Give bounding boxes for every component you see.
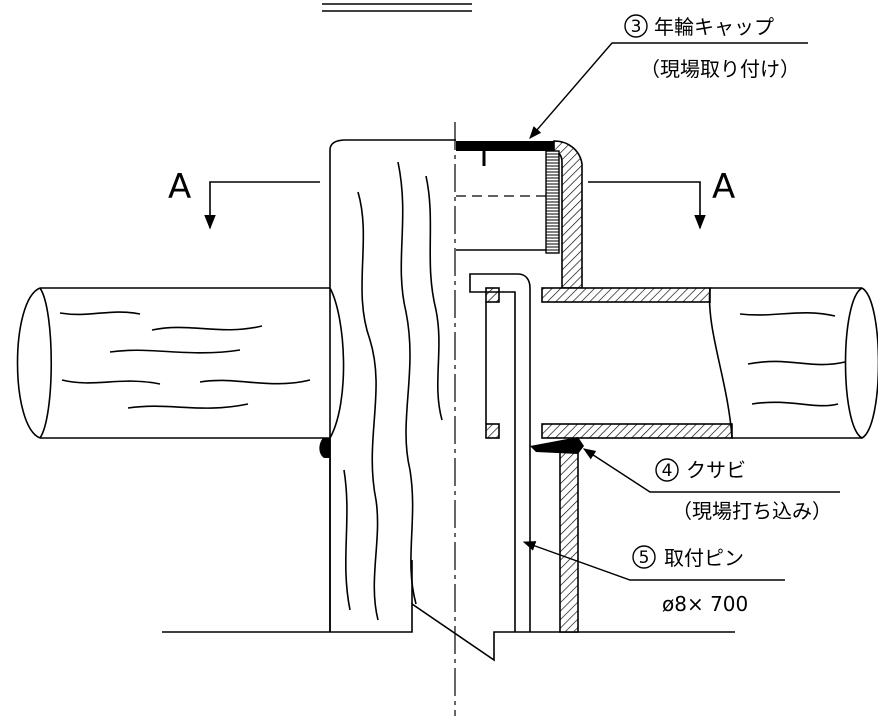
horizontal-log-right xyxy=(708,287,878,439)
callout-5-note: ø8× 700 xyxy=(662,592,748,616)
callout-4-note: （現場打ち込み） xyxy=(672,499,832,523)
horizontal-log-left xyxy=(16,287,330,439)
section-letter-right: A xyxy=(712,167,735,207)
ground-line-break xyxy=(162,602,735,662)
callout-3-note: （現場取り付け） xyxy=(640,57,800,81)
nail-mark-left xyxy=(319,438,330,458)
callout-4-circle xyxy=(655,458,679,482)
callout-5-circle xyxy=(632,545,656,569)
callout-4: 4 クサビ （現場打ち込み） xyxy=(582,448,840,523)
callout-5: 5 取付ピン ø8× 700 xyxy=(522,541,785,616)
section-mark-left: A xyxy=(168,167,320,230)
callout-3: 3 年輪キャップ （現場取り付け） xyxy=(529,14,808,139)
section-letter-left: A xyxy=(168,167,191,207)
callout-3-number: 3 xyxy=(631,17,642,37)
title-double-underline xyxy=(322,3,472,12)
callout-4-number: 4 xyxy=(662,461,673,481)
callout-3-circle xyxy=(624,14,648,38)
callout-3-title: 年輪キャップ xyxy=(654,15,774,39)
vertical-post xyxy=(329,139,456,632)
annual-ring-cap xyxy=(456,140,583,289)
section-mark-right: A xyxy=(588,167,735,230)
callout-4-title: クサビ xyxy=(686,458,746,482)
callout-5-title: 取付ピン xyxy=(664,546,744,570)
mounting-pin xyxy=(469,273,531,632)
callout-5-number: 5 xyxy=(639,548,650,568)
wedge xyxy=(530,437,584,454)
